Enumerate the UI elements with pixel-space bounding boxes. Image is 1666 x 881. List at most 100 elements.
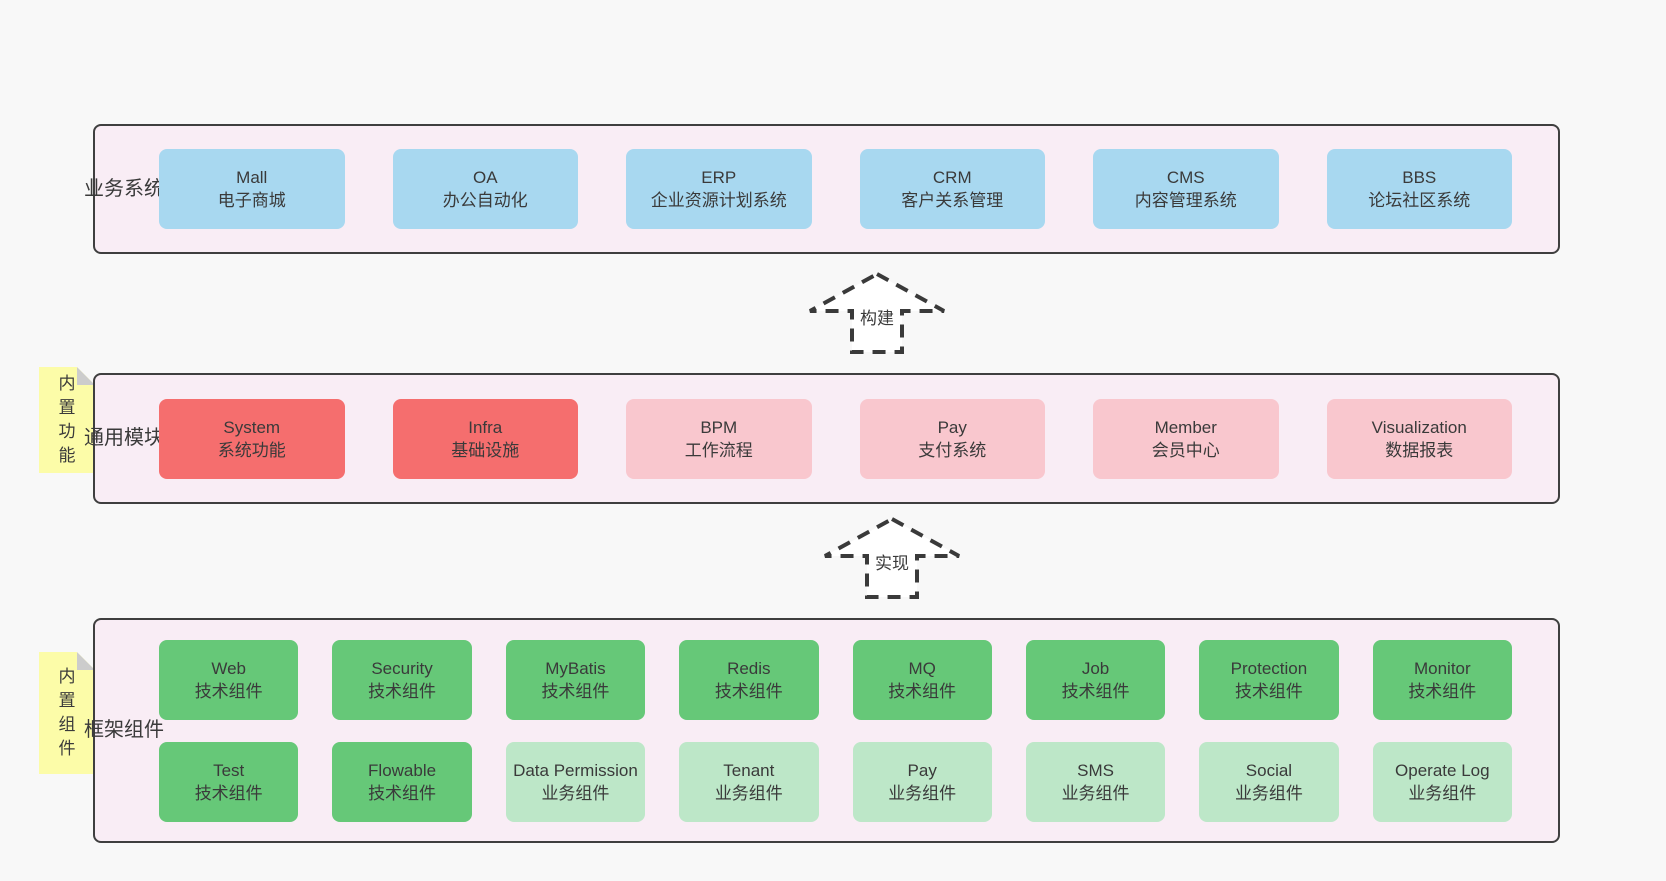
box-title: CMS (1166, 168, 1205, 187)
box-monitor: Monitor 技术组件 (1372, 639, 1512, 720)
box-title: Security (371, 658, 433, 678)
box-pay: Pay 业务组件 (852, 741, 992, 822)
box-title: Member (1154, 417, 1217, 437)
box-title: Tenant (723, 760, 775, 780)
box-title: CRM (932, 168, 972, 187)
box-oa: OA 办公自动化 (392, 149, 578, 229)
band-label-business-systems: 业务系统 (84, 177, 164, 200)
box-subtitle: 业务组件 (1234, 783, 1303, 803)
box-subtitle: 技术组件 (1408, 681, 1477, 701)
box-title: Redis (727, 658, 771, 678)
box-subtitle: 客户关系管理 (901, 191, 1004, 210)
folded-corner-icon (77, 652, 95, 670)
box-subtitle: 支付系统 (918, 440, 987, 460)
box-job: Job 技术组件 (1025, 639, 1166, 720)
box-bpm: BPM 工作流程 (626, 398, 812, 479)
box-crm: CRM 客户关系管理 (859, 149, 1045, 229)
box-subtitle: 电子商城 (217, 191, 286, 210)
box-title: Data Permission (513, 760, 638, 780)
box-subtitle: 办公自动化 (442, 191, 528, 210)
box-title: Social (1245, 760, 1293, 780)
box-subtitle: 企业资源计划系统 (650, 191, 787, 210)
box-title: Pay (907, 760, 937, 780)
box-title: SMS (1077, 760, 1114, 780)
box-sms: SMS 业务组件 (1025, 741, 1166, 822)
box-social: Social 业务组件 (1199, 741, 1339, 822)
box-title: MyBatis (545, 658, 606, 678)
box-subtitle: 论坛社区系统 (1368, 191, 1471, 210)
band-label-common-modules: 通用模块 (84, 427, 164, 449)
box-subtitle: 业务组件 (1408, 783, 1477, 803)
box-system: System 系统功能 (159, 398, 345, 479)
box-flowable: Flowable 技术组件 (332, 741, 472, 822)
box-subtitle: 技术组件 (368, 681, 437, 701)
box-redis: Redis 技术组件 (679, 639, 819, 720)
box-subtitle: 业务组件 (888, 783, 957, 803)
arrow-label: 构建 (857, 308, 897, 330)
box-security: Security 技术组件 (332, 639, 472, 720)
box-subtitle: 技术组件 (194, 681, 263, 701)
arrow-label: 实现 (872, 553, 912, 575)
box-title: Flowable (368, 760, 437, 780)
folded-corner-icon (77, 367, 95, 385)
box-title: Visualization (1371, 417, 1467, 437)
box-title: ERP (701, 168, 737, 187)
box-mybatis: MyBatis 技术组件 (505, 639, 646, 720)
box-title: Web (211, 658, 247, 678)
box-subtitle: 工作流程 (684, 440, 753, 460)
box-subtitle: 系统功能 (217, 440, 286, 460)
arrow-build: 构建 (807, 271, 947, 356)
box-subtitle: 会员中心 (1151, 440, 1220, 460)
box-tenant: Tenant 业务组件 (679, 741, 819, 822)
box-data-permission: Data Permission 业务组件 (505, 741, 646, 822)
box-title: Pay (937, 417, 967, 437)
arrow-implement: 实现 (822, 516, 962, 601)
box-subtitle: 技术组件 (541, 681, 610, 701)
box-title: Operate Log (1395, 760, 1490, 780)
box-operate-log: Operate Log 业务组件 (1372, 741, 1512, 822)
box-mq: MQ 技术组件 (852, 639, 992, 720)
sticky-note-built-in-components: 内置组件 (39, 652, 95, 774)
box-subtitle: 业务组件 (541, 783, 610, 803)
box-title: Protection (1230, 658, 1308, 678)
band-label-framework-components: 框架组件 (84, 719, 164, 741)
sticky-note-built-in-features: 内置功能 (39, 367, 95, 473)
box-title: MQ (908, 658, 936, 678)
box-title: System (223, 417, 281, 437)
sticky-note-text: 内置功能 (58, 374, 76, 465)
sticky-note-text: 内置组件 (58, 667, 76, 758)
box-subtitle: 数据报表 (1385, 440, 1454, 460)
box-subtitle: 业务组件 (714, 783, 783, 803)
box-web: Web 技术组件 (159, 639, 299, 720)
box-title: Job (1081, 658, 1110, 678)
box-title: Test (213, 760, 245, 780)
box-subtitle: 内容管理系统 (1134, 191, 1237, 210)
box-erp: ERP 企业资源计划系统 (626, 149, 812, 229)
box-title: Monitor (1413, 658, 1471, 678)
box-pay: Pay 支付系统 (859, 398, 1045, 479)
box-subtitle: 技术组件 (888, 681, 957, 701)
box-subtitle: 技术组件 (714, 681, 783, 701)
box-subtitle: 技术组件 (194, 783, 263, 803)
box-subtitle: 技术组件 (368, 783, 437, 803)
box-cms: CMS 内容管理系统 (1093, 149, 1279, 229)
box-subtitle: 技术组件 (1061, 681, 1130, 701)
box-bbs: BBS 论坛社区系统 (1326, 149, 1512, 229)
box-title: OA (472, 168, 498, 187)
box-test: Test 技术组件 (159, 741, 299, 822)
box-visualization: Visualization 数据报表 (1326, 398, 1512, 479)
box-member: Member 会员中心 (1093, 398, 1279, 479)
box-subtitle: 业务组件 (1061, 783, 1130, 803)
box-title: BPM (700, 417, 738, 437)
box-title: Infra (468, 417, 503, 437)
box-title: BBS (1402, 168, 1437, 187)
